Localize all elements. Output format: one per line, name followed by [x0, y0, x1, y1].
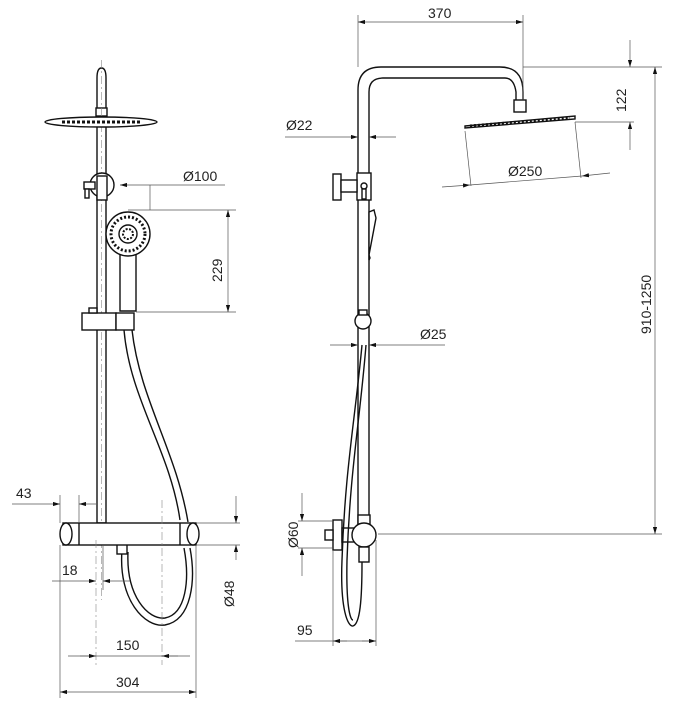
dim-inlet-offset: 18 [52, 545, 130, 590]
dim-inlet-spacing: 150 [68, 637, 190, 659]
dim-pipe-diameter-lower: Ø25 [330, 326, 447, 348]
dim-label: 229 [209, 258, 225, 282]
dim-head-diameter: Ø100 [120, 168, 225, 210]
diverter [83, 172, 115, 201]
dim-label: Ø48 [221, 580, 237, 607]
shower-arm [357, 66, 527, 525]
dim-label: 150 [116, 637, 140, 653]
dim-label: 910-1250 [638, 275, 654, 334]
rain-head-front [44, 116, 158, 128]
dim-head-drop: 122 [523, 40, 662, 150]
dim-label: 43 [16, 485, 32, 501]
dim-wall-offset: 43 [12, 485, 96, 523]
thermostat-body [59, 500, 200, 665]
dim-rain-head-diameter: Ø250 [441, 163, 611, 188]
rain-head-side [464, 115, 582, 187]
dim-body-width: 304 [59, 545, 197, 698]
dim-label: Ø25 [420, 326, 447, 342]
dim-pipe-diameter-upper: Ø22 [285, 117, 396, 140]
dim-label: 370 [428, 5, 452, 21]
dim-arm-reach: 370 [357, 5, 524, 100]
dim-label: Ø100 [183, 168, 217, 184]
dim-label: 304 [116, 674, 140, 690]
front-view: Ø100 229 43 Ø48 18 150 304 [12, 60, 240, 698]
dim-handshower-height: 229 [128, 209, 236, 313]
dim-body-diameter: Ø48 [196, 496, 240, 607]
dim-label: Ø60 [285, 521, 301, 548]
dim-wall-depth: 95 [295, 540, 377, 646]
dim-label: 95 [297, 622, 313, 638]
hand-shower [105, 211, 151, 312]
dim-label: 18 [62, 562, 78, 578]
diverter-side [332, 172, 372, 201]
hose [123, 329, 189, 523]
dim-label: Ø250 [508, 163, 542, 179]
hose-loop [120, 547, 194, 626]
dim-height-range: 910-1250 [378, 67, 662, 535]
dim-label: 122 [613, 88, 629, 112]
side-view: 370 122 910-1250 Ø22 Ø250 Ø25 Ø60 [285, 5, 662, 646]
hand-shower-side [368, 209, 377, 261]
dim-flange-diameter: Ø60 [285, 493, 333, 576]
slider-bracket [81, 307, 135, 331]
valve-side [324, 344, 377, 627]
dim-label: Ø22 [286, 117, 313, 133]
